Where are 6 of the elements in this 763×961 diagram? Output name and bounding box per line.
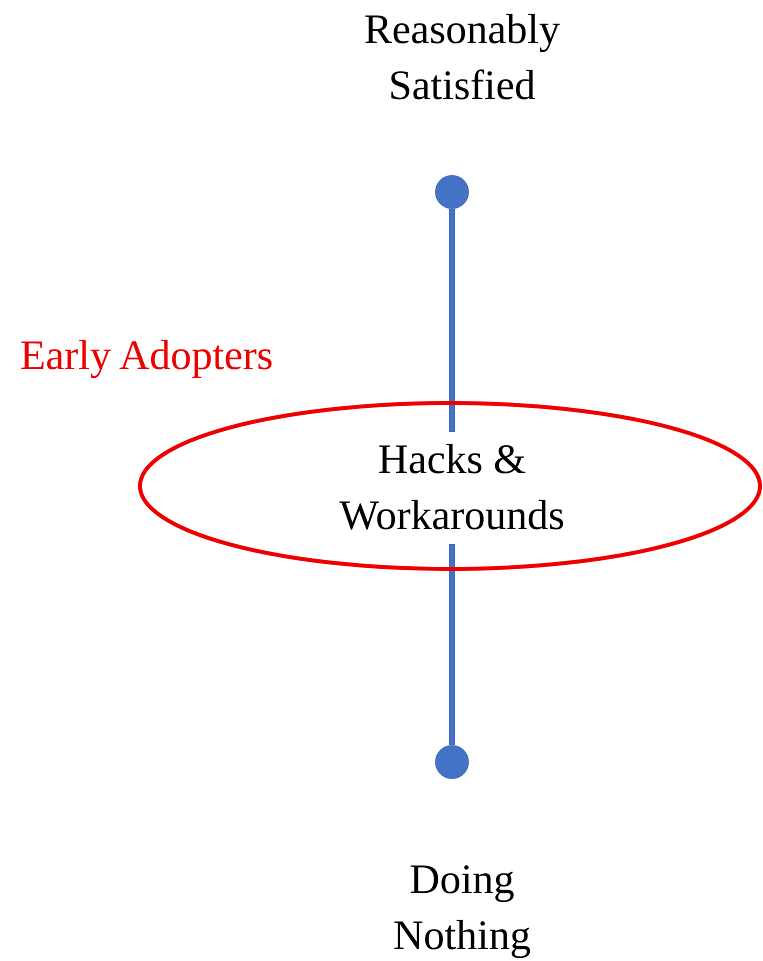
node-label: Hacks & Workarounds — [338, 436, 566, 541]
node-label: Reasonably Satisfied — [363, 6, 561, 111]
connector-line — [449, 209, 455, 432]
group-heading: Early Adopters — [20, 332, 274, 381]
node-label: Doing Nothing — [392, 856, 532, 961]
connector-line — [449, 544, 455, 745]
